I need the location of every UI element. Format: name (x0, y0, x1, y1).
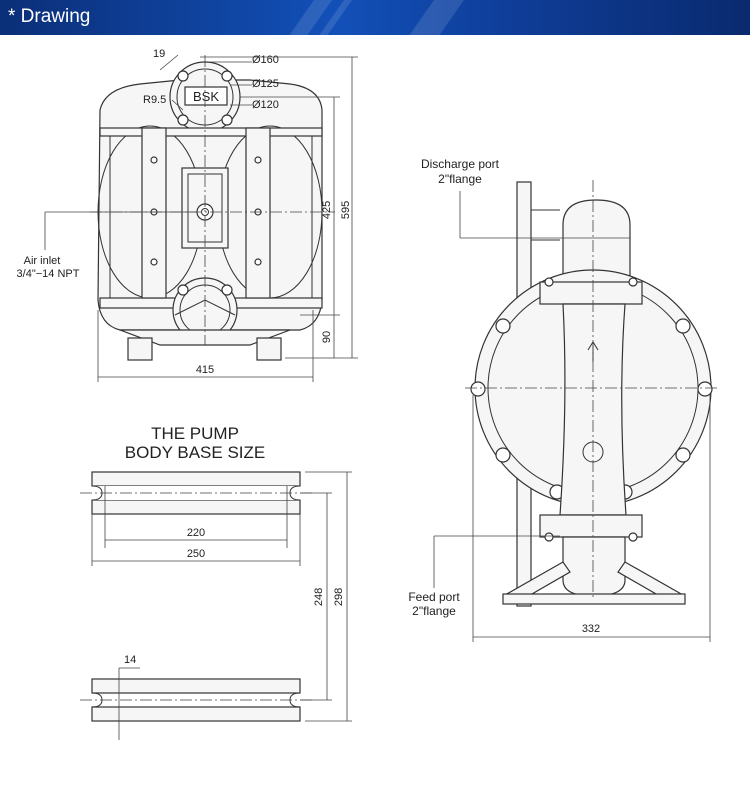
discharge-port-label: Discharge port (421, 157, 500, 171)
base-title-line2: BODY BASE SIZE (125, 443, 265, 462)
bolt-icon (495, 318, 511, 334)
lower-flange (539, 514, 643, 538)
base-rail-bottom-lower (91, 706, 301, 722)
header-title: * Drawing (8, 6, 91, 27)
base-title-line1: THE PUMP (151, 424, 239, 443)
base-rail-bottom (91, 678, 301, 694)
bolt-icon (675, 318, 691, 334)
left-foot (127, 337, 153, 361)
dim-d160-label: Ø160 (252, 54, 279, 66)
dim-r95-label: R9.5 (143, 94, 166, 106)
bolt-icon (675, 447, 691, 463)
bolt-icon (697, 381, 713, 397)
bolt-icon (544, 532, 554, 542)
upper-flange (539, 281, 643, 305)
base-rail-top-lower (91, 499, 301, 515)
upper-flange-bar (99, 127, 323, 137)
right-leg (617, 561, 685, 599)
logo-box (184, 86, 228, 106)
bolt-icon (628, 277, 638, 287)
dim-14-label: 14 (124, 654, 136, 666)
bolt-icon (470, 381, 486, 397)
base-rail-top (91, 471, 301, 487)
bolt-icon (254, 258, 262, 266)
base-view: THE PUMP BODY BASE SIZE 220 250 248 298 (80, 424, 352, 740)
dim-d125-label: Ø125 (252, 78, 279, 90)
front-view: BSK 19 (17, 48, 358, 382)
feed-column (562, 536, 626, 597)
dim-250-label: 250 (187, 548, 205, 560)
left-column (141, 127, 167, 299)
base-foot (502, 593, 686, 605)
bolt-icon (150, 156, 158, 164)
bolt-icon (221, 284, 233, 296)
dim-332-label: 332 (582, 623, 600, 635)
leader-line (159, 54, 179, 71)
bolt-icon (544, 277, 554, 287)
logo-text: BSK (193, 89, 219, 104)
right-foot (256, 337, 282, 361)
dim-425-label: 425 (321, 201, 333, 219)
feed-port-size: 2"flange (412, 604, 456, 618)
dim-90-label: 90 (321, 331, 333, 343)
discharge-column (562, 199, 631, 291)
header-bar: * Drawing (0, 0, 750, 35)
bolt-icon (254, 156, 262, 164)
bolt-icon (150, 258, 158, 266)
feed-port-label: Feed port (408, 590, 460, 604)
bolt-icon (495, 447, 511, 463)
bolt-icon (177, 114, 189, 126)
dim-220-label: 220 (187, 527, 205, 539)
bolt-icon (221, 70, 233, 82)
dim-19-label: 19 (153, 48, 165, 60)
body-edge (109, 130, 313, 300)
bolt-icon (177, 70, 189, 82)
discharge-port-size: 2"flange (438, 172, 482, 186)
side-view: Discharge port 2"flange Feed port 2"flan… (408, 157, 720, 642)
left-leg (503, 561, 571, 599)
dim-298-label: 298 (333, 588, 345, 606)
dim-595-label: 595 (340, 201, 352, 219)
bolt-icon (177, 284, 189, 296)
leader-line (171, 99, 184, 111)
dim-248-label: 248 (313, 588, 325, 606)
bolt-icon (221, 114, 233, 126)
bolt-icon (628, 532, 638, 542)
air-inlet-size: 3/4"−14 NPT (17, 268, 80, 280)
dim-415-label: 415 (196, 364, 214, 376)
air-inlet-label: Air inlet (24, 255, 61, 267)
dim-d120-label: Ø120 (252, 99, 279, 111)
